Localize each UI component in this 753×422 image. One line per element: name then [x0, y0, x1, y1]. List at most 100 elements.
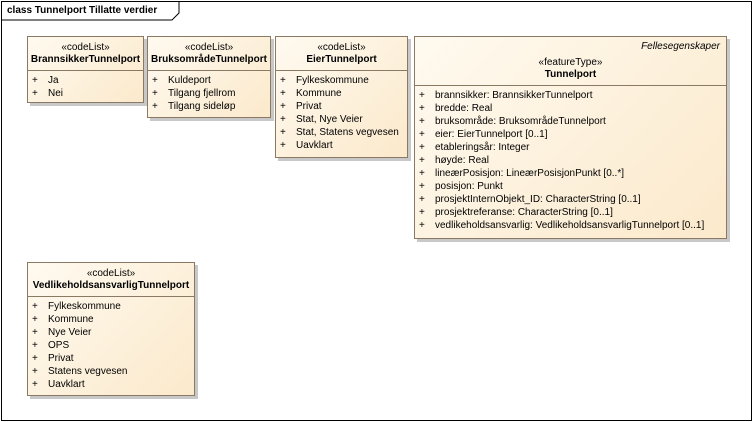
attribute-list: + brannsikker: BrannsikkerTunnelport + bred…: [415, 86, 726, 232]
class-header: «codeList» EierTunnelport: [276, 37, 407, 71]
visibility-marker: +: [419, 90, 425, 101]
visibility-marker: +: [419, 116, 425, 127]
visibility-marker: +: [419, 168, 425, 179]
attribute-label: Tilgang fjellrom: [168, 88, 236, 99]
attribute-label: Nye Veier: [48, 327, 92, 338]
attribute-label: Tilgang sideløp: [168, 101, 236, 112]
stereotype: «codeList»: [317, 42, 366, 53]
attribute-item: +lineærPosisjon: LineærPosisjonPunkt [0.…: [419, 167, 726, 180]
attribute-label: Ja: [48, 75, 59, 86]
visibility-marker: +: [32, 301, 38, 312]
class-name: VedlikeholdsansvarligTunnelport: [32, 280, 190, 291]
visibility-marker: +: [419, 194, 425, 205]
class-header: «codeList» BrannsikkerTunnelport: [28, 37, 143, 71]
class-header: «featureType» Tunnelport: [415, 37, 726, 86]
attribute-list: +Fylkeskommune+Kommune+Privat+Stat, Nye …: [276, 71, 407, 152]
visibility-marker: +: [152, 88, 158, 99]
attribute-label: Kommune: [48, 314, 94, 325]
attribute-label: eier: EierTunnelport [0..1]: [435, 129, 548, 140]
visibility-marker: +: [419, 103, 425, 114]
attribute-item: + Ja: [32, 74, 143, 87]
class-vedlikehold[interactable]: «codeList» VedlikeholdsansvarligTunnelpo…: [27, 262, 195, 396]
attribute-label: vedlikeholdsansvarlig: Vedlikeholdsansva…: [435, 220, 705, 231]
attribute-item: + Nei: [32, 87, 143, 100]
attribute-label: prosjektInternObjekt_ID: CharacterString…: [435, 194, 641, 205]
attribute-item: + OPS: [32, 339, 194, 352]
visibility-marker: +: [152, 75, 158, 86]
attribute-label: Statens vegvesen: [48, 366, 128, 377]
attribute-item: + Fylkeskommune: [32, 300, 194, 313]
visibility-marker: +: [280, 101, 286, 112]
attribute-label: Fylkeskommune: [48, 301, 121, 312]
attribute-item: + Kommune: [32, 313, 194, 326]
attribute-label: høyde: Real: [435, 155, 489, 166]
attribute-item: + Uavklart: [32, 378, 194, 391]
stereotype: «codeList»: [61, 42, 110, 53]
class-tunnelport[interactable]: Fellesegenskaper «featureType» Tunnelpor…: [414, 36, 727, 239]
attribute-item: + eier: EierTunnelport [0..1]: [419, 128, 726, 141]
visibility-marker: +: [419, 129, 425, 140]
visibility-marker: +: [280, 75, 286, 86]
stereotype: «featureType»: [538, 57, 603, 68]
visibility-marker: +: [32, 340, 38, 351]
attribute-item: +Privat: [32, 352, 194, 365]
visibility-marker: +: [419, 155, 425, 166]
attribute-item: + høyde: Real: [419, 154, 726, 167]
attribute-item: + bredde: Real: [419, 102, 726, 115]
class-header: «codeList» BruksområdeTunnelport: [148, 37, 270, 71]
attribute-label: Fylkeskommune: [296, 75, 369, 86]
attribute-label: Stat, Statens vegvesen: [296, 127, 399, 138]
attribute-item: + prosjektreferanse: CharacterString [0..…: [419, 206, 726, 219]
attribute-item: +bruksområde: BruksområdeTunnelport: [419, 115, 726, 128]
attribute-label: Privat: [48, 353, 74, 364]
visibility-marker: +: [419, 142, 425, 153]
attribute-label: Stat, Nye Veier: [296, 114, 363, 125]
class-name: Tunnelport: [544, 69, 597, 80]
class-name: BrannsikkerTunnelport: [30, 54, 141, 65]
visibility-marker: +: [280, 140, 286, 151]
class-bruksomrade[interactable]: «codeList» BruksområdeTunnelport +Kuldep…: [147, 36, 271, 118]
attribute-item: + Nye Veier: [32, 326, 194, 339]
attribute-item: +Kommune: [280, 87, 407, 100]
package-label: Fellesegenskaper: [641, 41, 720, 52]
visibility-marker: +: [152, 101, 158, 112]
visibility-marker: +: [280, 88, 286, 99]
class-name: BruksområdeTunnelport: [151, 54, 267, 65]
attribute-label: bredde: Real: [435, 103, 493, 114]
visibility-marker: +: [32, 379, 38, 390]
attribute-label: posisjon: Punkt: [435, 181, 503, 192]
attribute-item: + etableringsår: Integer: [419, 141, 726, 154]
stereotype: «codeList»: [184, 42, 234, 53]
attribute-label: OPS: [48, 340, 70, 351]
attribute-item: + Tilgang fjellrom: [152, 87, 270, 100]
visibility-marker: +: [32, 88, 38, 99]
attribute-item: + Uavklart: [280, 139, 407, 152]
class-brannsikker[interactable]: «codeList» BrannsikkerTunnelport + Ja + Nei: [27, 36, 144, 103]
visibility-marker: +: [419, 220, 425, 231]
attribute-label: Uavklart: [296, 140, 333, 151]
visibility-marker: +: [419, 181, 425, 192]
class-eier[interactable]: «codeList» EierTunnelport + Fylkeskommune…: [275, 36, 408, 158]
attribute-item: + Privat: [280, 100, 407, 113]
visibility-marker: +: [32, 314, 38, 325]
attribute-item: + vedlikeholdsansvarlig: Vedlikeholdsansv…: [419, 219, 726, 232]
attribute-label: Uavklart: [48, 379, 85, 390]
frame-tab-shape: [2, 2, 180, 21]
visibility-marker: +: [280, 114, 286, 125]
visibility-marker: +: [419, 207, 425, 218]
attribute-label: brannsikker: BrannsikkerTunnelport: [435, 90, 593, 101]
attribute-item: + prosjektInternObjekt_ID: CharacterStrin…: [419, 193, 726, 206]
stereotype: «codeList»: [86, 268, 136, 279]
attribute-list: +Kuldeport+Tilgang fjellrom+Tilgang side…: [148, 71, 270, 113]
attribute-label: Nei: [48, 88, 64, 99]
attribute-list: + Ja + Nei: [28, 71, 143, 100]
attribute-label: prosjektreferanse: CharacterString [0..1…: [435, 207, 613, 218]
visibility-marker: +: [32, 75, 38, 86]
visibility-marker: +: [32, 366, 38, 377]
visibility-marker: +: [280, 127, 286, 138]
attribute-item: + Statens vegvesen: [32, 365, 194, 378]
attribute-label: Privat: [296, 101, 322, 112]
visibility-marker: +: [32, 327, 38, 338]
frame-title: class Tunnelport Tillatte verdier: [7, 5, 158, 16]
attribute-label: etableringsår: Integer: [435, 142, 530, 153]
